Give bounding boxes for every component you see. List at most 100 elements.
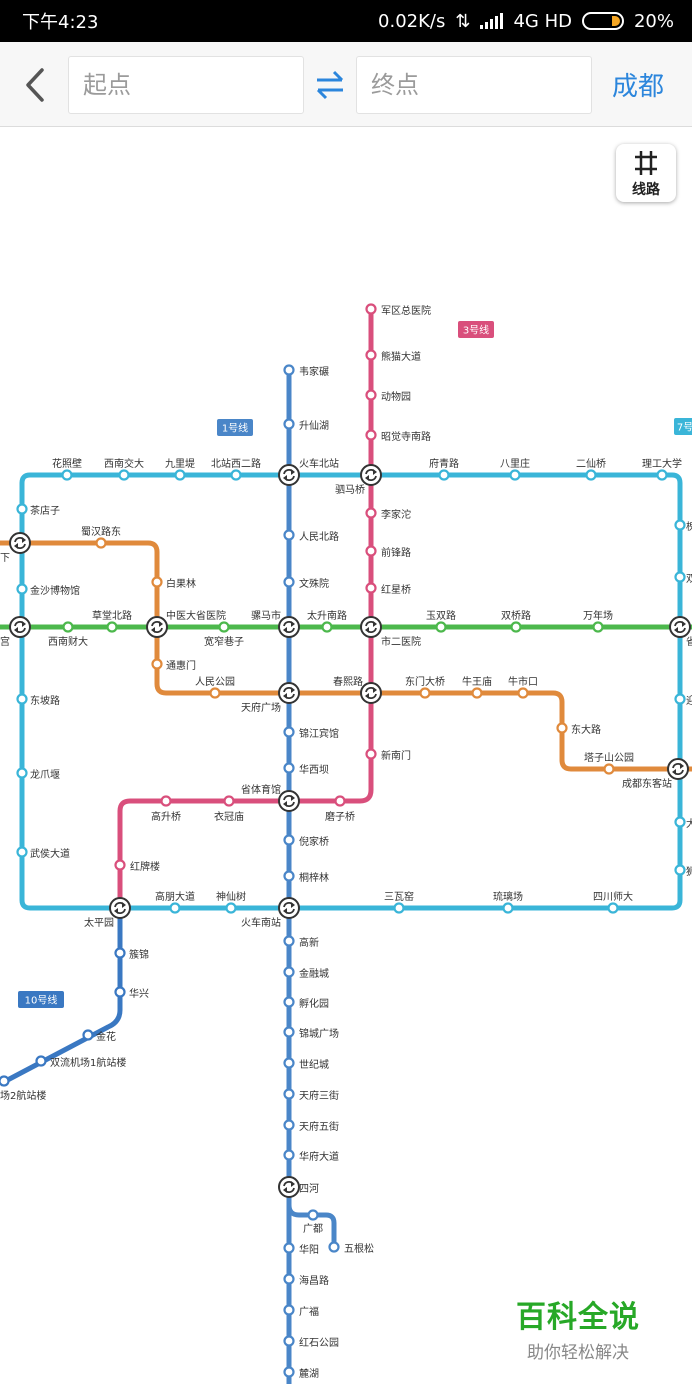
- station[interactable]: 三瓦窑: [384, 890, 414, 914]
- station[interactable]: 磨子桥: [325, 795, 355, 824]
- line-tag[interactable]: 1号线: [217, 419, 253, 436]
- station[interactable]: 红石公园: [283, 1335, 340, 1349]
- station[interactable]: 四川师大: [593, 890, 633, 914]
- station[interactable]: 省: [686, 635, 692, 648]
- station[interactable]: 人民公园: [195, 676, 235, 699]
- transfer-icon[interactable]: [360, 682, 382, 704]
- station[interactable]: 西南交大: [104, 457, 144, 481]
- station[interactable]: 五根松: [328, 1241, 375, 1255]
- station[interactable]: 东坡路: [16, 693, 61, 707]
- station[interactable]: 双: [674, 571, 692, 586]
- station[interactable]: 华西坝: [283, 762, 330, 776]
- station[interactable]: 市二医院: [381, 635, 421, 648]
- station[interactable]: 前锋路: [365, 545, 412, 559]
- transfer-icon[interactable]: [278, 1176, 300, 1198]
- start-input[interactable]: 起点: [68, 56, 304, 114]
- station[interactable]: 桐梓林: [283, 870, 330, 884]
- transfer-icon[interactable]: [278, 464, 300, 486]
- station[interactable]: 广福: [283, 1304, 320, 1318]
- station[interactable]: 狮: [674, 864, 692, 878]
- station[interactable]: 华阳: [283, 1242, 320, 1256]
- station[interactable]: 天府广场: [241, 701, 281, 714]
- transfer-icon[interactable]: [278, 616, 300, 638]
- transfer-icon[interactable]: [146, 616, 168, 638]
- line-tag[interactable]: 10号线: [18, 991, 64, 1008]
- station[interactable]: 宫: [0, 635, 10, 648]
- station[interactable]: 太升南路: [307, 609, 347, 633]
- station[interactable]: 双流机场1航站楼: [35, 1055, 127, 1069]
- station[interactable]: 衣冠庙: [214, 795, 244, 824]
- station[interactable]: 金花: [82, 1029, 117, 1043]
- station[interactable]: 草堂北路: [92, 609, 132, 633]
- station[interactable]: 高新: [283, 935, 320, 949]
- transfer-icon[interactable]: [360, 464, 382, 486]
- transfer-icon[interactable]: [278, 897, 300, 919]
- station[interactable]: 省体育馆: [241, 783, 281, 796]
- station[interactable]: 双桥路: [501, 609, 531, 633]
- station[interactable]: 茶店子: [16, 503, 61, 517]
- station[interactable]: 人民北路: [283, 529, 340, 543]
- station[interactable]: 琉璃场: [493, 890, 523, 914]
- station[interactable]: 二仙桥: [576, 457, 606, 481]
- station[interactable]: 簇锦: [114, 947, 150, 961]
- station[interactable]: 万年场: [583, 609, 613, 633]
- end-input[interactable]: 终点: [356, 56, 592, 114]
- station[interactable]: 太平园: [84, 916, 114, 929]
- station[interactable]: 红星桥: [365, 582, 412, 596]
- station[interactable]: 迎: [674, 693, 692, 708]
- station[interactable]: 天府三街: [283, 1088, 340, 1102]
- station[interactable]: 成都东客站: [622, 777, 672, 790]
- station[interactable]: 牛市口: [508, 675, 538, 699]
- station[interactable]: 东大路: [556, 722, 602, 736]
- route-list-button[interactable]: 线路: [616, 144, 676, 202]
- station[interactable]: 火车南站: [241, 916, 281, 929]
- station[interactable]: 武侯大道: [16, 846, 71, 860]
- station[interactable]: 华兴: [114, 986, 150, 1000]
- station[interactable]: 槐: [674, 519, 692, 533]
- station[interactable]: 龙爪堰: [16, 767, 61, 781]
- station[interactable]: 红牌楼: [114, 859, 161, 873]
- station[interactable]: 通惠门: [151, 658, 197, 672]
- station[interactable]: 神仙树: [216, 890, 246, 914]
- station[interactable]: 塔子山公园: [584, 751, 634, 775]
- station[interactable]: 熊猫大道: [365, 349, 422, 363]
- transfer-icon[interactable]: [109, 897, 131, 919]
- station[interactable]: 锦江宾馆: [283, 726, 340, 740]
- station[interactable]: 宽窄巷子: [204, 621, 244, 649]
- station[interactable]: 昭觉寺南路: [365, 429, 432, 443]
- station[interactable]: 李家沱: [365, 507, 412, 521]
- station[interactable]: 天府五街: [283, 1119, 340, 1133]
- station[interactable]: 四河: [299, 1183, 319, 1195]
- line-tag[interactable]: 7号: [674, 418, 692, 435]
- station[interactable]: 西南财大: [48, 621, 88, 649]
- station[interactable]: 白果林: [151, 576, 197, 590]
- station[interactable]: 军区总医院: [365, 303, 432, 317]
- station[interactable]: 金沙博物馆: [16, 583, 81, 597]
- station[interactable]: 海昌路: [283, 1273, 330, 1287]
- station[interactable]: 府青路: [429, 457, 459, 481]
- transfer-icon[interactable]: [9, 532, 31, 554]
- station[interactable]: 孵化园: [283, 996, 330, 1010]
- station[interactable]: 韦家碾: [283, 364, 330, 378]
- transfer-icon[interactable]: [9, 616, 31, 638]
- station[interactable]: 文殊院: [283, 576, 330, 590]
- station[interactable]: 新南门: [365, 748, 412, 762]
- station[interactable]: 倪家桥: [283, 834, 330, 848]
- station[interactable]: 高升桥: [151, 795, 181, 824]
- city-selector[interactable]: 成都: [612, 72, 665, 102]
- station[interactable]: 驷马桥: [335, 484, 365, 496]
- transfer-icon[interactable]: [278, 790, 300, 812]
- station[interactable]: 北站西二路: [211, 457, 261, 481]
- station[interactable]: 高朋大道: [155, 890, 195, 914]
- transfer-icon[interactable]: [278, 682, 300, 704]
- station[interactable]: 动物园: [365, 389, 412, 403]
- transfer-icon[interactable]: [360, 616, 382, 638]
- station[interactable]: 玉双路: [426, 609, 456, 633]
- station[interactable]: 花照壁: [52, 457, 82, 481]
- back-arrow-icon[interactable]: [20, 66, 50, 104]
- station[interactable]: 大: [674, 816, 692, 830]
- station[interactable]: 骡马市: [251, 609, 281, 622]
- station[interactable]: 东门大桥: [405, 675, 445, 699]
- station[interactable]: 春熙路: [333, 675, 363, 688]
